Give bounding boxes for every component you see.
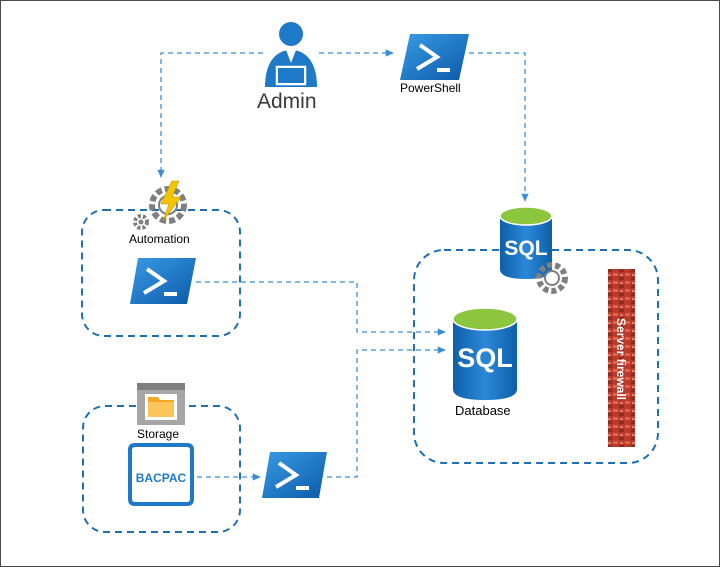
admin-user-icon [265,22,317,87]
automation-powershell-icon [130,258,196,304]
automation-label: Automation [129,232,190,246]
sql-server-icon: SQL [499,206,568,294]
connector-powershell-to-database [327,346,446,478]
bacpac-file-icon: BACPAC [128,443,194,506]
storage-folder-icon [137,383,185,425]
sql-server-label: SQL [504,237,547,260]
sql-server-container [413,249,659,464]
bacpac-label: BACPAC [136,471,187,485]
firewall-label: Server firewall [614,317,628,401]
storage-label: Storage [137,427,180,441]
sql-database-label: SQL [457,343,513,373]
sql-database-icon: SQL [452,307,518,400]
powershell-icon [400,34,469,80]
automation-gear-icon [133,180,187,230]
connector-admin-to-automation [157,52,263,178]
connector-automation-to-database [196,281,446,336]
powershell-label: PowerShell [400,81,461,95]
database-label: Database [455,403,511,418]
export-powershell-icon [262,452,327,498]
connector-powershell-to-sql-server [469,52,529,202]
firewall-icon [608,269,635,447]
admin-label: Admin [257,90,317,113]
